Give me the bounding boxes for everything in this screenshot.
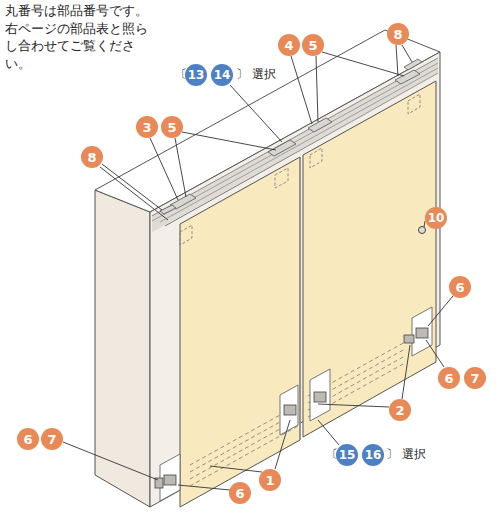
callout-number: 5: [302, 34, 324, 56]
callout-text: 3: [142, 121, 151, 134]
callout-number: 2: [389, 399, 411, 421]
callout-number: 6: [438, 367, 460, 389]
callout-number: 6: [449, 276, 471, 298]
bracket-label: 〕 選択: [386, 447, 426, 463]
callout-text: 10: [428, 212, 445, 224]
callout-text: 8: [87, 151, 96, 164]
callout-number: 3: [136, 116, 158, 138]
callout-text: 7: [470, 372, 479, 385]
bracket-label: 〔: [326, 447, 338, 463]
callout-number: 16: [362, 444, 384, 466]
callout-text: 6: [235, 487, 244, 500]
callout-text: 5: [308, 39, 317, 52]
callout-text: 6: [455, 281, 464, 294]
callout-text: 14: [214, 69, 231, 81]
callout-number: 8: [81, 146, 103, 168]
callout-text: 6: [23, 433, 32, 446]
bracket-label: 〕 選択: [236, 67, 276, 83]
callout-text: 15: [339, 449, 356, 461]
callout-number: 5: [161, 116, 183, 138]
callout-text: 7: [47, 433, 56, 446]
callout-number: 7: [464, 367, 486, 389]
callout-text: 1: [265, 474, 274, 487]
callout-number: 6: [229, 482, 251, 504]
bracket-label: 〔: [175, 67, 187, 83]
callout-number: 6: [17, 428, 39, 450]
callout-number: 15: [336, 444, 358, 466]
callout-number: 10: [425, 207, 447, 229]
callout-number: 7: [41, 428, 63, 450]
callout-text: 8: [393, 28, 402, 41]
callout-number: 1: [259, 469, 281, 491]
callout-number: 8: [387, 23, 409, 45]
callout-text: 16: [365, 449, 382, 461]
callout-text: 5: [167, 121, 176, 134]
callout-number: 13: [185, 64, 207, 86]
callout-text: 4: [284, 39, 293, 52]
callout-number: 4: [278, 34, 300, 56]
callout-text: 13: [188, 69, 205, 81]
callout-text: 2: [395, 404, 404, 417]
callout-text: 6: [444, 372, 453, 385]
note-text: 丸番号は部品番号です。右ページの部品表と照らし合わせてご覧ください。: [5, 2, 156, 72]
callout-number: 14: [211, 64, 233, 86]
